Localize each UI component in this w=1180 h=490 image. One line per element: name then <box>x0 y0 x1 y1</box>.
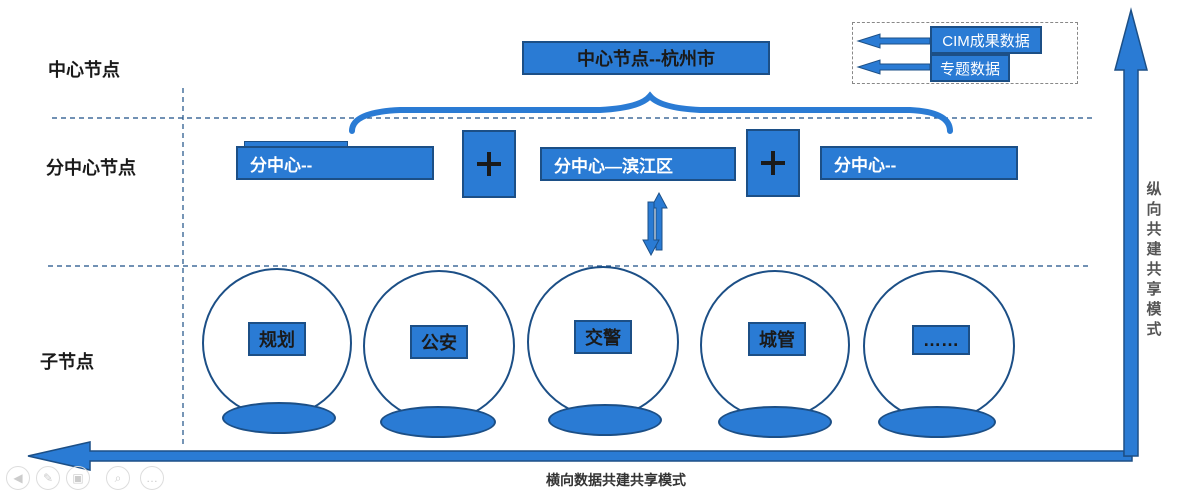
horizontal-axis-arrow <box>27 441 1133 471</box>
horizontal-axis-label: 横向数据共建共享模式 <box>546 472 686 488</box>
legend-arrow-1-icon <box>856 33 931 49</box>
legend-arrow-2-icon <box>856 59 931 75</box>
legend-box <box>852 22 1078 84</box>
brace <box>349 91 953 134</box>
row-label-child: 子节点 <box>40 352 94 372</box>
arrow-up-icon <box>650 191 668 251</box>
child-node-police: 公安 <box>410 325 468 359</box>
legend-item-cim: CIM成果数据 <box>930 26 1042 54</box>
vertical-axis-arrow <box>1114 7 1148 457</box>
vertical-axis-label: 纵向共建共享模式 <box>1146 181 1162 338</box>
save-icon[interactable]: ▣ <box>66 466 90 490</box>
child-base-ellipse <box>222 402 336 434</box>
sub-center-left: 分中心-- <box>236 146 434 180</box>
more-icon[interactable]: … <box>140 466 164 490</box>
child-node-traffic: 交警 <box>574 320 632 354</box>
pen-icon[interactable]: ✎ <box>36 466 60 490</box>
child-base-ellipse <box>548 404 662 436</box>
row-label-sub-center: 分中心节点 <box>46 158 136 178</box>
child-base-ellipse <box>718 406 832 438</box>
row-label-center: 中心节点 <box>48 60 120 80</box>
center-node: 中心节点--杭州市 <box>522 41 770 75</box>
child-node-more: …… <box>912 325 970 355</box>
child-node-planning: 规划 <box>248 322 306 356</box>
plus-icon <box>746 129 800 197</box>
child-node-city-management: 城管 <box>748 322 806 356</box>
child-base-ellipse <box>878 406 996 438</box>
sub-center-right: 分中心-- <box>820 146 1018 180</box>
legend-item-thematic: 专题数据 <box>930 54 1010 82</box>
child-base-ellipse <box>380 406 496 438</box>
sub-center-middle: 分中心—滨江区 <box>540 147 736 181</box>
plus-icon <box>462 130 516 198</box>
prev-icon[interactable]: ◀ <box>6 466 30 490</box>
zoom-icon[interactable]: ⌕ <box>106 466 130 490</box>
arrow-down-icon <box>642 201 660 257</box>
